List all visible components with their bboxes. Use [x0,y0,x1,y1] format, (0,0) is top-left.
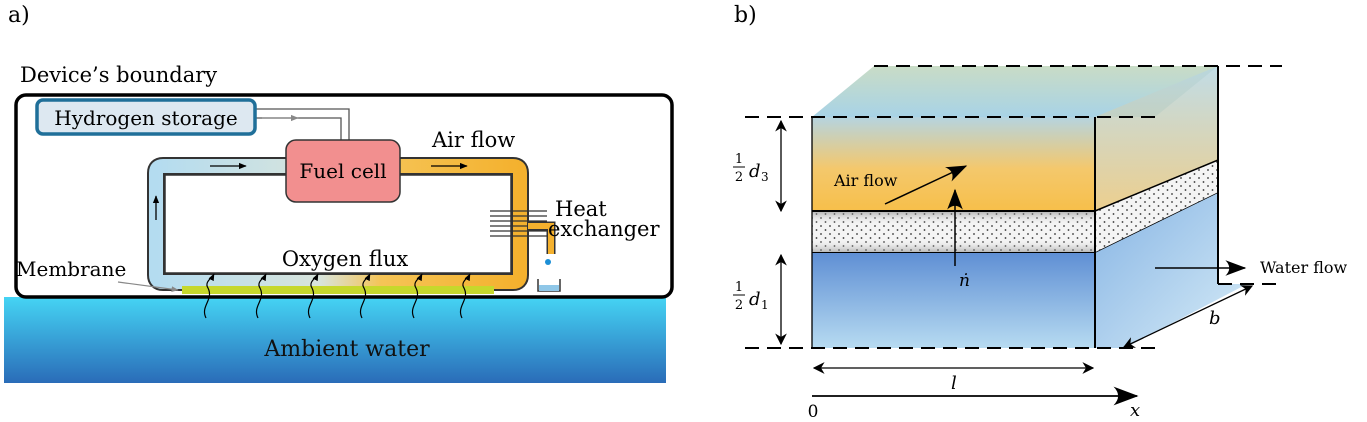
svg-text:2: 2 [735,298,743,313]
panel-b-tag: b) [734,3,757,28]
hydrogen-storage-label: Hydrogen storage [54,106,238,130]
membrane-pointer [117,281,179,292]
svg-text:d: d [749,161,761,182]
water-layer-front-face [812,253,1095,348]
svg-text:3: 3 [761,170,769,184]
b-dimension [1122,285,1254,348]
heat-exchanger-label-1: Heat [555,197,607,221]
air-layer-top-face [812,66,1218,117]
d3-label: 1 2 d 3 [733,152,769,185]
b-label: b [1209,308,1221,329]
air-layer-front-face [812,117,1095,211]
panel-b: b) 1 2 [733,3,1348,422]
water-flow-label: Water flow [1260,258,1348,277]
svg-text:2: 2 [735,170,743,185]
hydrogen-storage-box [35,98,257,136]
fuel-cell-box [285,139,401,203]
membrane [182,286,494,294]
device-boundary-label: Device’s boundary [20,63,217,87]
air-flow-arrow [884,165,968,205]
d1-label: 1 2 d 1 [733,280,769,313]
svg-text:1: 1 [761,298,769,312]
ambient-water-label: Ambient water [263,337,430,362]
x-label: x [1130,400,1140,421]
oxygen-flux-label: Oxygen flux [282,247,409,271]
svg-text:1: 1 [735,280,743,295]
panel-a: a) Ambient water Device’s boundary Hydro… [4,3,674,383]
heat-exchanger-label-2: exchanger [548,217,660,241]
heat-exchanger [490,210,561,292]
svg-text:d: d [749,289,761,310]
ambient-water [4,297,666,383]
fuel-cell-label: Fuel cell [299,159,386,183]
air-flow-label-a: Air flow [431,128,515,152]
air-layer-side-face [1095,66,1218,211]
origin-label: 0 [808,402,819,422]
membrane-label: Membrane [16,257,126,281]
panel-a-tag: a) [8,3,30,28]
oxygen-flux-arrows [204,273,471,319]
water-droplet [545,259,551,265]
air-pipe [149,159,527,289]
air-flow-label-b: Air flow [833,171,898,190]
device-boundary [14,93,674,299]
svg-text:1: 1 [735,152,743,167]
dashed-guides [745,65,1282,349]
l-label: l [951,373,957,394]
hydrogen-line-inner [255,117,342,142]
hydrogen-line-outer [255,108,350,142]
n-dot-label: ṅ [959,271,970,291]
